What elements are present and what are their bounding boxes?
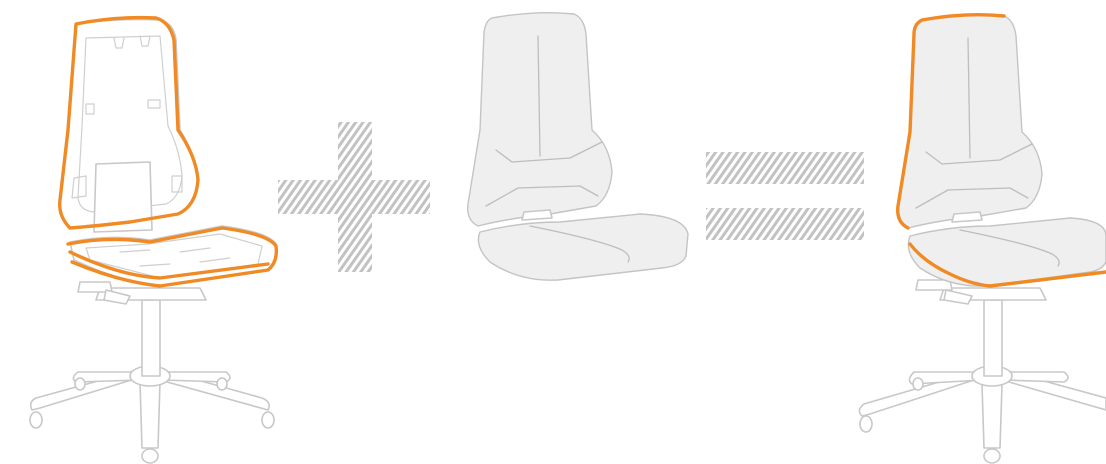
- plus-icon: [278, 122, 430, 272]
- upholstery-seat-cushion: [478, 214, 688, 280]
- upholstered-chair-base: [859, 366, 1106, 463]
- chair-frame-base: [30, 366, 274, 463]
- chair-frame-mechanism: [78, 282, 206, 304]
- equals-icon: [706, 152, 864, 240]
- upholstery-backrest-cushion: [468, 13, 612, 226]
- chair-frame-gas-lift: [142, 300, 160, 376]
- upholstered-chair-seat: [908, 218, 1106, 286]
- upholstered-chair-backrest: [898, 15, 1042, 228]
- upholstered-chair: [859, 15, 1106, 463]
- upholstered-chair-gas-lift: [984, 300, 1002, 376]
- upholstery-set: [468, 13, 688, 281]
- chair-frame: [30, 18, 276, 463]
